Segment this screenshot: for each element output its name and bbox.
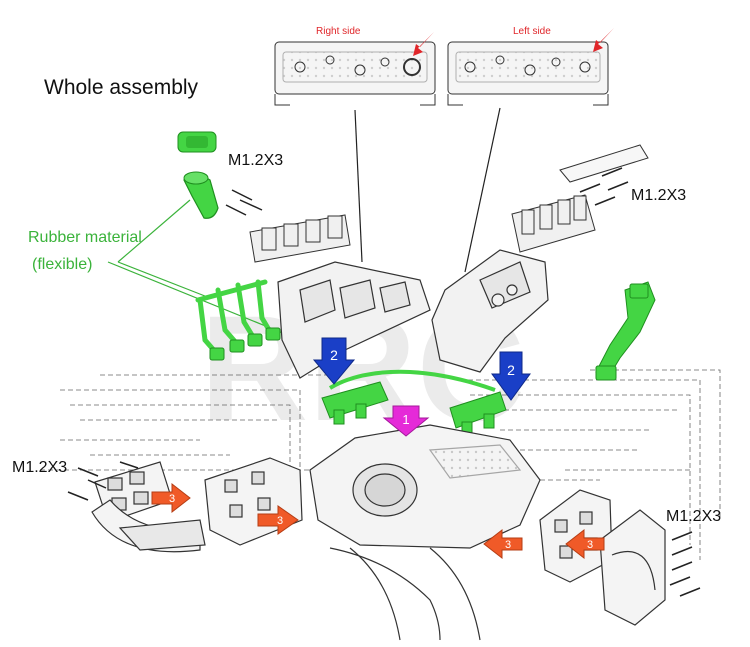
right-lower-screws (669, 531, 701, 597)
left-exhaust-manifold (91, 499, 206, 553)
rubber-material-label: Rubber material (28, 229, 142, 246)
intake-manifold (309, 424, 541, 549)
right-side-label: Right side (316, 26, 361, 37)
left-side-cover (447, 41, 609, 106)
leader-left (464, 107, 501, 273)
svg-text:2: 2 (330, 347, 338, 363)
leader-right (354, 109, 363, 263)
svg-text:3: 3 (505, 539, 511, 551)
right-side-red-arrow (413, 32, 434, 56)
left-side-label: Left side (513, 26, 551, 37)
svg-text:1: 1 (402, 412, 409, 427)
green-top-cap (177, 131, 217, 153)
left-intake-spacer (204, 457, 303, 546)
step-3-arrow-left-1: 3 (151, 482, 191, 514)
step-3-arrow-right-1: 3 (483, 528, 523, 560)
right-exhaust-manifold (599, 509, 666, 626)
screw-label-bottom-right: M1.2X3 (666, 508, 722, 525)
screw-label-top-left: M1.2X3 (228, 152, 284, 169)
left-screws (225, 189, 263, 216)
svg-text:3: 3 (169, 493, 175, 505)
right-wire-bracket (559, 144, 649, 183)
diagram-title: Whole assembly (44, 76, 199, 99)
right-cylinder-head (431, 249, 549, 373)
svg-text:3: 3 (277, 515, 283, 527)
left-side-red-arrow (593, 28, 614, 52)
step-2-arrow-left: 2 (312, 337, 356, 385)
step-3-arrow-right-2: 3 (565, 528, 605, 560)
step-2-arrow-right: 2 (491, 351, 531, 401)
central-green-fuel-rail (321, 369, 507, 437)
screw-label-top-right: M1.2X3 (631, 187, 687, 204)
intake-lower-ring (329, 547, 481, 641)
svg-text:2: 2 (507, 362, 515, 378)
step-1-arrow: 1 (382, 405, 430, 437)
left-green-connectors (209, 327, 281, 361)
right-side-cover (274, 41, 436, 106)
screw-label-bottom-left: M1.2X3 (12, 459, 68, 476)
svg-text:3: 3 (587, 539, 593, 551)
right-green-harness (595, 281, 656, 381)
left-cylinder-head (277, 261, 431, 379)
left-lower-screws (67, 461, 139, 501)
green-elbow-tube (183, 171, 219, 219)
rubber-flexible-label: (flexible) (32, 256, 93, 273)
step-3-arrow-left-2: 3 (257, 505, 299, 535)
left-coil-pack (249, 214, 351, 263)
right-coil-pack (511, 194, 596, 253)
